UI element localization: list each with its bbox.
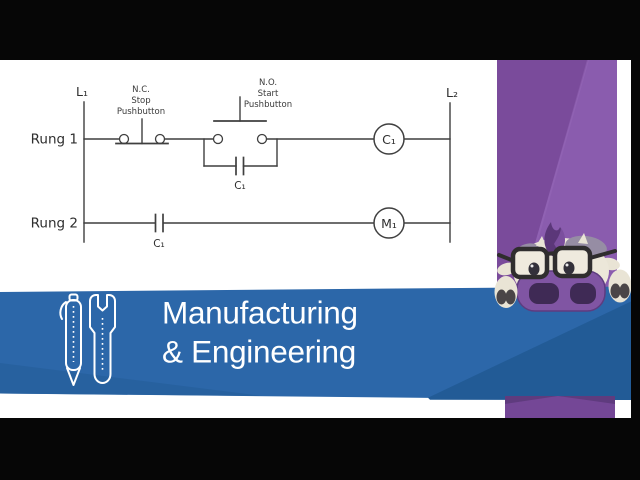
cow-left-hoof	[494, 276, 518, 308]
seal-in-branch: C₁	[203, 138, 278, 192]
cow-horn-left	[536, 236, 546, 246]
nc-stop-pushbutton: N.C. Stop Pushbutton	[115, 85, 169, 145]
cow-right-pupil	[563, 261, 575, 275]
no-start-pushbutton: N.O. Start Pushbutton	[212, 78, 292, 145]
nc-label-line2: Stop	[131, 96, 150, 106]
coil-c1-label: C₁	[382, 132, 396, 147]
l2-rail-label: L₂	[446, 85, 458, 100]
seal-in-contact-label: C₁	[234, 180, 246, 192]
letterbox-right	[631, 0, 640, 480]
letterbox-bottom	[0, 418, 640, 480]
ribbon-fold-left	[505, 396, 558, 404]
cow-right-eye-glint	[565, 263, 569, 267]
cow-mascot	[494, 222, 632, 312]
rung1-label: Rung 1	[31, 132, 78, 148]
cow-nostril-right	[570, 283, 596, 304]
coil-m1: M₁	[373, 207, 405, 239]
coil-c1: C₁	[373, 123, 405, 155]
banner-title-line2: & Engineering	[162, 334, 356, 370]
pencil-icon	[59, 293, 82, 386]
ribbon-below-banner	[505, 396, 615, 418]
no-label-line3: Pushbutton	[244, 100, 292, 110]
title-banner: Manufacturing & Engineering	[0, 286, 632, 400]
cow-left-pupil	[528, 262, 540, 276]
cow-right-hoof	[608, 269, 632, 303]
ribbon-fold-right	[558, 396, 615, 404]
cow-horn-right	[578, 233, 588, 244]
wrench-icon	[89, 294, 116, 384]
banner-shade-left	[0, 363, 262, 396]
banner-shade-right	[428, 301, 632, 400]
rung2-c1-contact: C₁	[153, 213, 165, 250]
l1-rail-label: L₁	[76, 84, 88, 99]
cow-nostril-left	[529, 283, 559, 304]
no-label-line2: Start	[258, 89, 279, 99]
rung2-label: Rung 2	[31, 216, 78, 232]
cow-left-eye-glint	[530, 264, 534, 268]
ladder-diagram: L₁ L₂ Rung 1 Rung 2 N.C. Stop Pushbutton	[31, 78, 458, 250]
rung2-contact-label: C₁	[153, 238, 165, 250]
banner-body	[0, 286, 632, 400]
coil-m1-label: M₁	[381, 216, 397, 231]
no-label-line1: N.O.	[259, 78, 277, 88]
ribbon-bottom-band	[505, 396, 615, 418]
letterbox-top	[0, 0, 640, 60]
banner-title-line1: Manufacturing	[162, 295, 358, 331]
nc-label-line3: Pushbutton	[117, 107, 165, 117]
nc-label-line1: N.C.	[132, 85, 150, 95]
